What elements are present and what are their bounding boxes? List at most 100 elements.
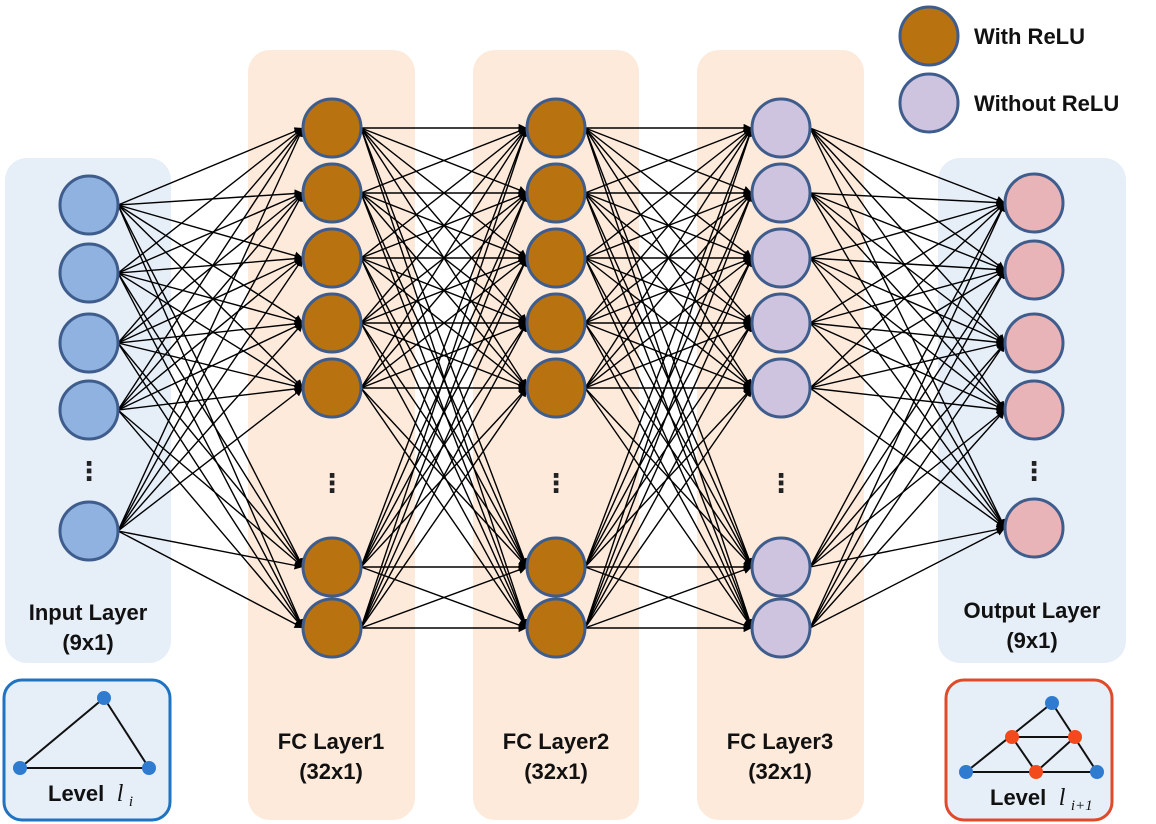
fc1-node	[301, 162, 363, 224]
level-i-frame	[2, 678, 172, 822]
level-i-plus-1-midpoint	[1005, 730, 1019, 744]
connection-input-fc1	[117, 127, 304, 532]
connection-fc1-fc2	[360, 127, 528, 324]
connection-fc2-fc3	[584, 322, 753, 629]
output-node	[1003, 379, 1065, 441]
connection-input-fc1	[117, 127, 304, 411]
connection-input-fc1	[117, 384, 304, 411]
level-i-vertex	[142, 761, 156, 775]
fc2-node	[525, 162, 587, 224]
connection-input-fc1	[117, 127, 304, 206]
connection-fc3-output	[809, 192, 1006, 411]
connection-fc1-fc2	[360, 322, 528, 389]
connection-fc2-fc3	[584, 127, 754, 629]
connection-input-fc1	[117, 204, 304, 568]
fc-layer1-size: (32x1)	[299, 759, 363, 784]
legend-with-relu-swatch	[898, 5, 960, 67]
output-node	[1003, 497, 1065, 559]
fc3-node	[750, 357, 812, 419]
level-i-plus-1-frame	[944, 678, 1114, 822]
connection-input-fc1	[117, 192, 304, 532]
connection-fc3-output	[809, 127, 1006, 344]
connection-fc3-output	[809, 409, 1006, 568]
connection-fc3-output	[809, 192, 1006, 344]
connection-fc2-fc3	[584, 257, 753, 389]
legend-without-relu-swatch	[898, 72, 960, 134]
connection-fc3-output	[809, 202, 1006, 389]
connection-fc1-fc2	[360, 387, 528, 568]
legend-with-relu-label: With ReLU	[974, 24, 1085, 49]
fc3-node	[750, 292, 812, 354]
fc3-ellipsis: ⋮	[768, 468, 794, 498]
level-i-caption: Level l i	[48, 781, 133, 810]
connection-fc2-fc3	[584, 127, 753, 324]
connection-input-fc1	[117, 192, 304, 274]
input-ellipsis: ⋮	[76, 456, 102, 486]
fc2-node	[525, 536, 587, 598]
fc1-node	[301, 597, 363, 659]
fc2-node	[525, 357, 587, 419]
connection-fc3-output	[809, 202, 1006, 568]
output-layer-name: Output Layer	[964, 598, 1101, 623]
fc2-node	[525, 597, 587, 659]
input-node	[58, 500, 120, 562]
connection-fc1-fc2	[360, 127, 528, 259]
legend: With ReLU Without ReLU	[898, 5, 1119, 134]
connection-fc2-fc3	[584, 257, 753, 568]
connection-fc3-output	[809, 202, 1006, 324]
output-node	[1003, 172, 1065, 234]
connection-fc3-output	[809, 269, 1006, 629]
connection-fc1-fc2	[360, 322, 528, 629]
connection-input-fc1	[117, 319, 304, 344]
level-i-plus-1-vertex	[959, 765, 973, 779]
connection-fc1-fc2	[360, 257, 528, 629]
connection-input-fc1	[117, 409, 304, 568]
connection-input-fc1	[117, 272, 304, 629]
connection-input-fc1	[117, 127, 304, 344]
connection-input-fc1	[117, 272, 304, 325]
level-i-word: Level	[48, 781, 104, 806]
connection-fc1-fc2	[360, 192, 528, 389]
connection-fc3-output	[809, 387, 1006, 529]
level-i-edge	[103, 697, 150, 769]
connection-input-fc1	[117, 387, 304, 532]
fc3-node	[750, 227, 812, 289]
fc2-node	[525, 227, 587, 289]
level-i-plus-1-edge	[1035, 736, 1076, 773]
connection-fc2-fc3	[584, 127, 753, 568]
connection-input-fc1	[117, 257, 304, 411]
connection-fc3-output	[809, 527, 1006, 629]
fc1-ellipsis: ⋮	[319, 468, 345, 498]
nodes	[58, 97, 1065, 659]
connection-fc2-fc3	[584, 387, 753, 629]
input-layer-size: (9x1)	[62, 630, 113, 655]
level-i-plus-1-word: Level	[990, 785, 1046, 810]
connection-fc2-fc3	[584, 127, 753, 194]
connection-input-fc1	[117, 204, 304, 629]
connection-fc2-fc3	[584, 322, 753, 389]
connection-fc3-output	[809, 127, 1006, 204]
connection-fc1-fc2	[360, 322, 528, 568]
connection-fc2-fc3	[584, 192, 753, 629]
fc-layer2-size: (32x1)	[524, 759, 588, 784]
fc2-node	[525, 292, 587, 354]
connection-fc3-output	[809, 192, 1006, 271]
legend-without-relu-label: Without ReLU	[974, 91, 1119, 116]
level-i-plus-1-vertex	[1090, 765, 1104, 779]
fc1-node	[301, 227, 363, 289]
connection-fc3-output	[809, 322, 1006, 411]
input-node	[58, 242, 120, 304]
level-i-plus-1-symbol: l	[1059, 785, 1066, 811]
connection-input-fc1	[117, 409, 304, 629]
connections	[117, 123, 1006, 633]
fc2-ellipsis: ⋮	[543, 468, 569, 498]
output-layer-size: (9x1)	[1006, 628, 1057, 653]
connection-fc1-fc2	[360, 387, 528, 629]
fc3-node	[750, 97, 812, 159]
input-node	[58, 174, 120, 236]
connection-fc1-fc2	[360, 257, 528, 568]
connection-fc2-fc3	[584, 192, 753, 389]
output-node	[1003, 312, 1065, 374]
level-i-box: Level l i	[2, 678, 172, 822]
